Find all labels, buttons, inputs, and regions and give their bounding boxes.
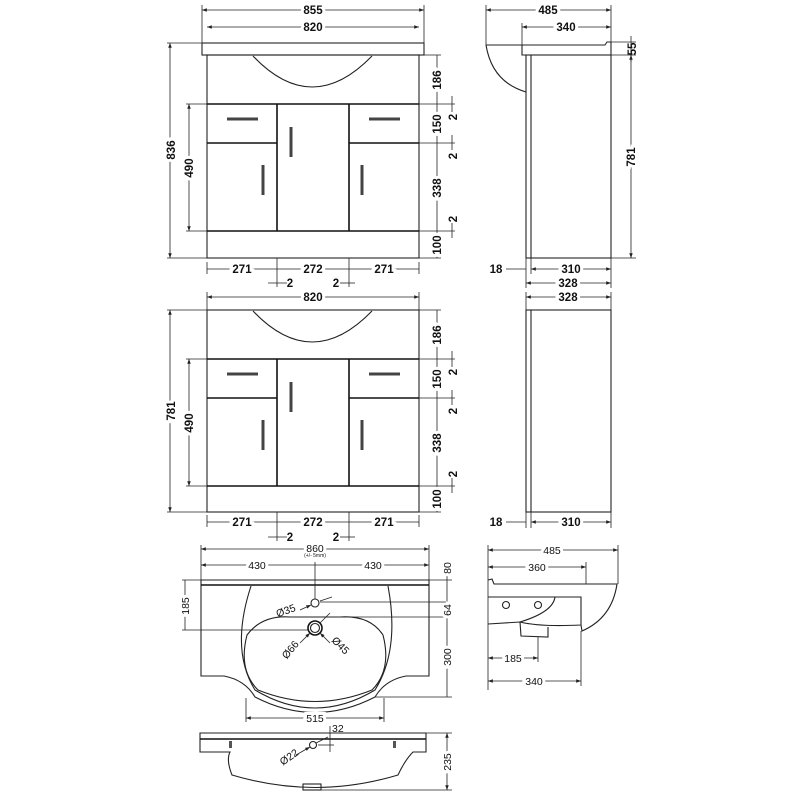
dim-tolerance: (+/- 5mm) [304, 553, 326, 559]
dim-door-thickness: 18 [490, 517, 503, 529]
dim-basin-height: 235 [442, 753, 454, 771]
dim-door: 338 [432, 433, 444, 453]
waste-outlet [307, 620, 323, 636]
dim-center-width: 272 [303, 264, 322, 276]
countertop-side [486, 41, 612, 56]
basin-front-view: 32 Ø22 235 [199, 723, 457, 791]
dim-gap: 2 [333, 532, 339, 544]
dim-gap: 2 [448, 471, 460, 477]
dim-gap: 2 [448, 153, 460, 159]
dim-plinth: 100 [432, 489, 444, 508]
dim-overall-depth: 485 [538, 5, 558, 17]
dim-door: 338 [432, 178, 444, 198]
dim-plinth: 100 [432, 235, 444, 254]
basin-bowl-outline [252, 55, 373, 88]
dim-drawer: 150 [432, 369, 444, 388]
cabinet-side [525, 54, 612, 259]
dim-basin-rim-depth: 360 [528, 562, 546, 574]
cabinet-side-view: 328 18 310 [490, 289, 612, 532]
dim-drawer: 150 [432, 114, 444, 133]
basin-bowl-outline [252, 310, 373, 343]
overflow-hole [308, 740, 318, 750]
dim-door-thickness: 18 [490, 264, 503, 276]
dim-waste-outer-diameter: Ø66 [280, 638, 302, 661]
dim-bowl-width: 515 [306, 713, 324, 725]
basin-side-outline [487, 578, 618, 632]
dim-gap: 2 [287, 532, 293, 544]
basin-side-view: 485 360 185 340 [487, 542, 619, 691]
dim-waste-inner-diameter: Ø45 [329, 635, 352, 658]
basin-outline [200, 579, 430, 714]
dim-overflow-diameter: Ø22 [278, 747, 301, 768]
cabinet-body [206, 309, 420, 513]
dim-basin-width: 860 [306, 543, 324, 555]
dim-top-depth: 340 [556, 22, 575, 34]
cabinet-body [206, 54, 420, 259]
dim-overall-width: 855 [303, 5, 323, 17]
dim-gap: 2 [333, 278, 339, 290]
dim-door-height: 490 [184, 158, 196, 177]
dim-total-depth: 328 [558, 292, 578, 304]
dim-bowl-depth: 300 [442, 648, 454, 666]
dim-right-width: 271 [374, 264, 394, 276]
dim-right-width: 271 [374, 517, 394, 529]
dim-total-depth: 328 [558, 278, 578, 290]
dim-center-width: 272 [303, 517, 322, 529]
dim-gap: 2 [448, 369, 460, 375]
basin-curve [485, 44, 527, 93]
countertop [201, 42, 425, 56]
cabinet-side [525, 309, 612, 513]
dim-height: 781 [166, 401, 178, 421]
dim-body-width: 820 [303, 22, 322, 34]
bowl-inner [243, 616, 387, 702]
cabinet-front-view-with-top: 855 820 836 490 186 150 338 100 2 2 2 27… [163, 2, 460, 290]
dim-left-half: 430 [248, 560, 266, 572]
dim-basin-depth: 340 [525, 676, 543, 688]
basin-side-body [487, 596, 582, 627]
cabinet-front-view: 820 781 490 186 150 338 100 2 2 2 271 27… [163, 289, 460, 544]
dim-gap: 2 [448, 408, 460, 414]
waste-spigot [302, 783, 322, 791]
dim-basin-zone: 186 [432, 325, 444, 344]
dim-overflow-offset: 32 [332, 723, 344, 735]
dim-left-width: 271 [232, 264, 252, 276]
dim-top-thickness: 55 [627, 42, 639, 55]
handles [227, 372, 400, 450]
dim-waste-offset: 185 [504, 653, 522, 665]
dim-overall-height: 836 [166, 140, 178, 159]
tap-hole [310, 598, 320, 608]
bowl-outer [240, 585, 393, 709]
handles [227, 117, 400, 195]
dim-tap-to-bowl: 64 [442, 604, 454, 616]
dim-gap: 2 [448, 114, 460, 120]
basin-plan-view: 860 (+/- 5mm) 430 430 185 80 64 300 515 … [177, 540, 457, 728]
dim-door-height: 490 [184, 413, 196, 432]
dim-rim: 80 [442, 562, 454, 574]
dim-basin-overall-depth: 485 [543, 545, 561, 557]
dim-body-width: 820 [303, 292, 322, 304]
dim-gap: 2 [448, 216, 460, 222]
dim-carcass-depth: 310 [561, 264, 580, 276]
dim-left-width: 271 [232, 517, 252, 529]
dim-basin-zone: 186 [432, 70, 444, 89]
dim-right-half: 430 [364, 560, 382, 572]
dim-tap-hole-offset: 185 [180, 597, 192, 615]
dim-gap: 2 [287, 278, 293, 290]
dim-carcass-depth: 310 [561, 517, 580, 529]
cabinet-side-view-with-top: 485 340 55 781 18 310 328 [485, 2, 641, 293]
dim-height: 781 [626, 147, 638, 167]
